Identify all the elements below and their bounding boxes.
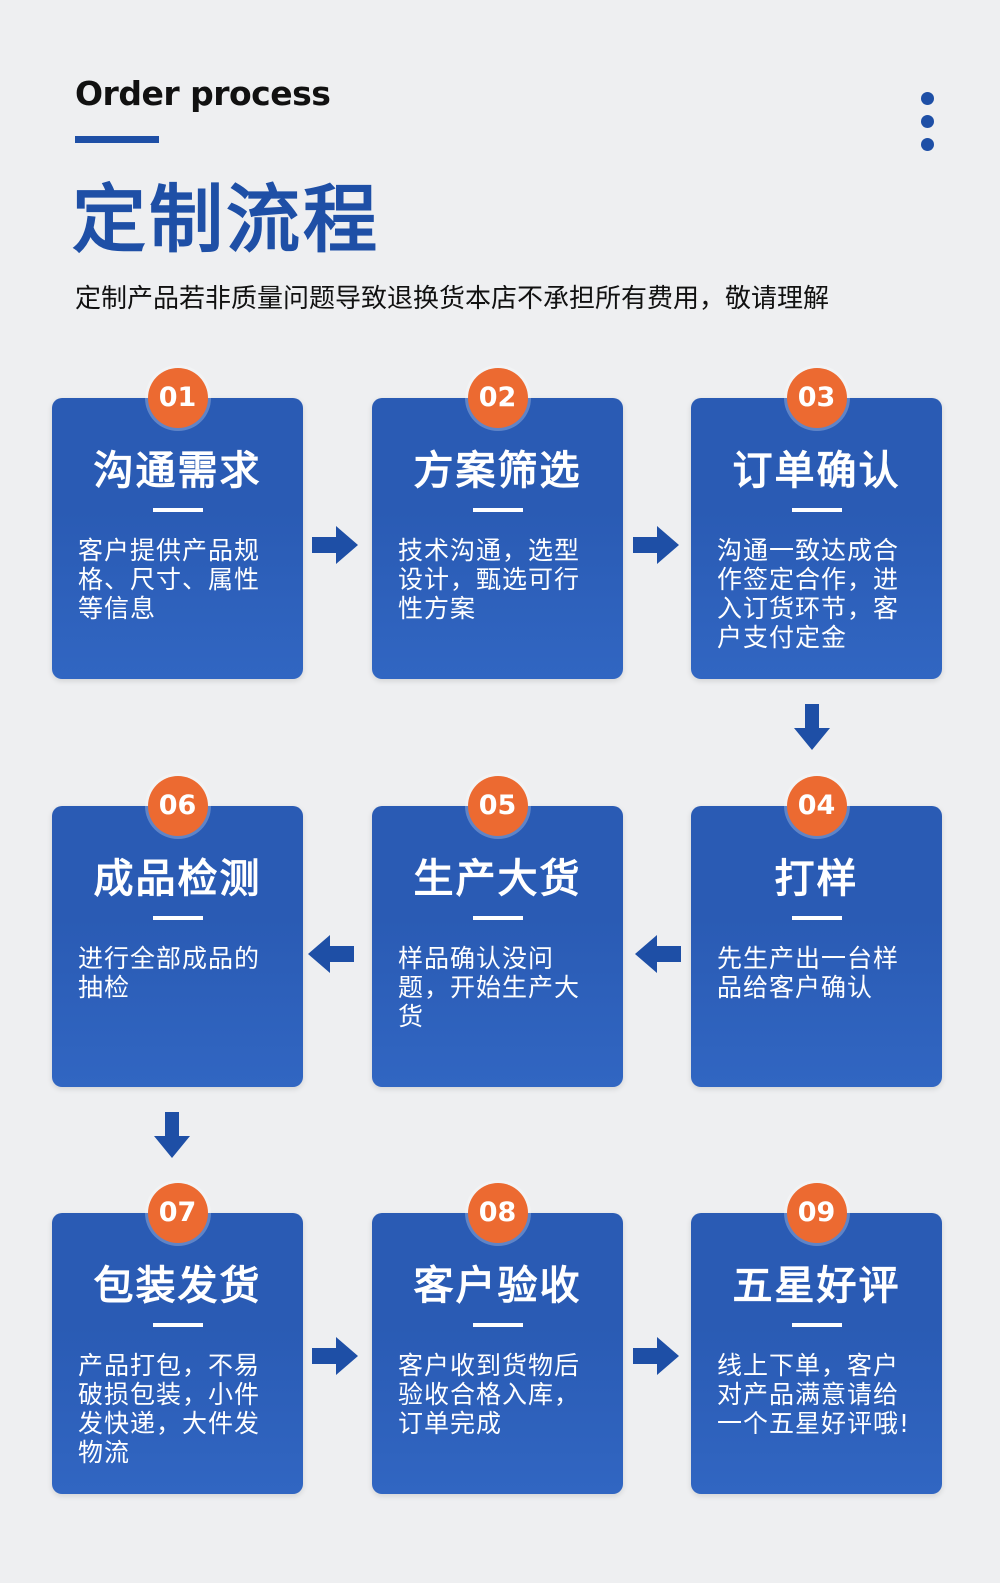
notice-text: 定制产品若非质量问题导致退换货本店不承担所有费用，敬请理解 xyxy=(75,284,830,314)
arrow-right-icon xyxy=(633,526,679,564)
arrow-right-icon xyxy=(633,1337,679,1375)
step-divider xyxy=(152,916,203,920)
step-number-badge: 04 xyxy=(786,776,847,836)
step-description: 技术沟通，选型设计，甄选可行性方案 xyxy=(398,536,581,623)
arrow-right-icon xyxy=(312,1337,358,1375)
step-description: 客户提供产品规格、尺寸、属性等信息 xyxy=(78,536,261,623)
step-divider xyxy=(791,508,842,512)
step-number-badge: 05 xyxy=(467,776,528,836)
step-description: 产品打包，不易破损包装，小件发快递，大件发物流 xyxy=(78,1351,261,1467)
step-description: 先生产出一台样品给客户确认 xyxy=(717,944,900,1002)
step-number-badge: 09 xyxy=(786,1183,847,1243)
step-number-badge: 06 xyxy=(147,776,208,836)
more-dots-icon xyxy=(921,92,937,161)
step-number-badge: 03 xyxy=(786,368,847,428)
step-title: 客户验收 xyxy=(413,1263,582,1309)
step-card-06: 06 成品检测 进行全部成品的抽检 xyxy=(52,776,303,1087)
step-title: 包装发货 xyxy=(93,1263,262,1309)
step-title: 沟通需求 xyxy=(93,448,262,494)
header-underline xyxy=(75,136,159,143)
step-card-04: 04 打样 先生产出一台样品给客户确认 xyxy=(691,776,942,1087)
step-card-03: 03 订单确认 沟通一致达成合作签定合作，进入订货环节，客户支付定金 xyxy=(691,368,942,679)
step-description: 客户收到货物后验收合格入库，订单完成 xyxy=(398,1351,581,1438)
step-divider xyxy=(791,916,842,920)
step-divider xyxy=(152,508,203,512)
step-card-08: 08 客户验收 客户收到货物后验收合格入库，订单完成 xyxy=(372,1183,623,1494)
step-title: 方案筛选 xyxy=(413,448,582,494)
step-description: 样品确认没问题，开始生产大货 xyxy=(398,944,581,1031)
step-card-01: 01 沟通需求 客户提供产品规格、尺寸、属性等信息 xyxy=(52,368,303,679)
step-number-badge: 08 xyxy=(467,1183,528,1243)
step-number-badge: 07 xyxy=(147,1183,208,1243)
arrow-down-icon xyxy=(794,704,830,750)
step-divider xyxy=(472,916,523,920)
step-divider xyxy=(472,508,523,512)
step-description: 线上下单，客户对产品满意请给一个五星好评哦! xyxy=(717,1351,911,1438)
arrow-down-icon xyxy=(154,1112,190,1158)
step-number-badge: 02 xyxy=(467,368,528,428)
step-card-02: 02 方案筛选 技术沟通，选型设计，甄选可行性方案 xyxy=(372,368,623,679)
step-description: 进行全部成品的抽检 xyxy=(78,944,261,1002)
step-card-09: 09 五星好评 线上下单，客户对产品满意请给一个五星好评哦! xyxy=(691,1183,942,1494)
header-subtitle-en: Order process xyxy=(75,74,331,113)
arrow-left-icon xyxy=(635,935,681,973)
page-title: 定制流程 xyxy=(72,177,380,263)
step-title: 订单确认 xyxy=(732,448,901,494)
arrow-left-icon xyxy=(308,935,354,973)
step-card-05: 05 生产大货 样品确认没问题，开始生产大货 xyxy=(372,776,623,1087)
step-divider xyxy=(472,1323,523,1327)
arrow-right-icon xyxy=(312,526,358,564)
step-divider xyxy=(152,1323,203,1327)
step-card-07: 07 包装发货 产品打包，不易破损包装，小件发快递，大件发物流 xyxy=(52,1183,303,1494)
step-number-badge: 01 xyxy=(147,368,208,428)
step-title: 生产大货 xyxy=(413,856,582,902)
step-title: 成品检测 xyxy=(93,856,262,902)
step-divider xyxy=(791,1323,842,1327)
step-title: 五星好评 xyxy=(732,1263,901,1309)
step-description: 沟通一致达成合作签定合作，进入订货环节，客户支付定金 xyxy=(717,536,900,652)
step-title: 打样 xyxy=(774,856,859,902)
